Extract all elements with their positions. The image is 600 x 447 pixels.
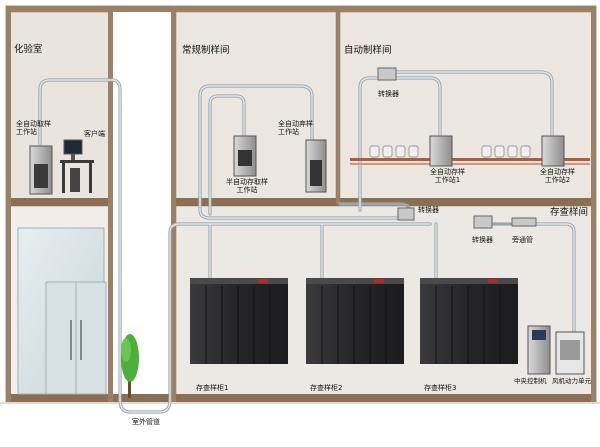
label-converter-mid: 转换器 [418,206,439,214]
pneumatic-pipes [38,70,576,414]
label-bypass-pipe: 旁通管 [512,236,533,244]
central-control-machine [527,325,551,375]
lab-auto-sampler-machine [29,145,53,195]
room-label-auto: 自动制样间 [344,45,392,56]
label-blower-unit: 风机动力单元 [552,377,591,385]
label-auto-station-1: 全自动存样 工作站1 [430,168,465,185]
auto-station-1-machine [429,135,453,167]
label-full-auto-discard: 全自动弃样 工作站 [278,120,313,137]
room-label-lab: 化验室 [14,44,43,55]
auto-station-2-machine [541,135,565,167]
room-label-storage: 存查样间 [550,207,589,218]
semi-auto-station-machine [233,135,257,177]
label-cabinet-2: 存查样柜2 [310,384,343,392]
label-cabinet-3: 存查样柜3 [424,384,457,392]
sample-canisters [369,145,531,158]
label-lab-auto-sampler: 全自动取样 工作站 [16,120,51,137]
tree-icon [121,334,139,398]
label-converter-top: 转换器 [378,90,399,98]
blower-unit-machine [555,331,585,375]
conveyor-lines [350,158,590,165]
glass-door [17,227,107,395]
label-central-control: 中央控制机 [514,377,547,385]
label-cabinet-1: 存查样柜1 [196,384,229,392]
label-client: 客户端 [84,130,105,138]
label-semi-auto-station: 半自动存取样 工作站 [226,178,268,195]
converter-boxes [377,67,537,229]
label-auto-station-2: 全自动存样 工作站2 [540,168,575,185]
label-converter-right: 转换器 [472,236,493,244]
label-outdoor-pipe: 室外管道 [132,418,160,426]
client-computer [60,139,94,193]
storage-cabinets [190,278,518,364]
room-label-conventional: 常规制样间 [182,45,230,56]
full-auto-discard-machine [305,139,327,193]
